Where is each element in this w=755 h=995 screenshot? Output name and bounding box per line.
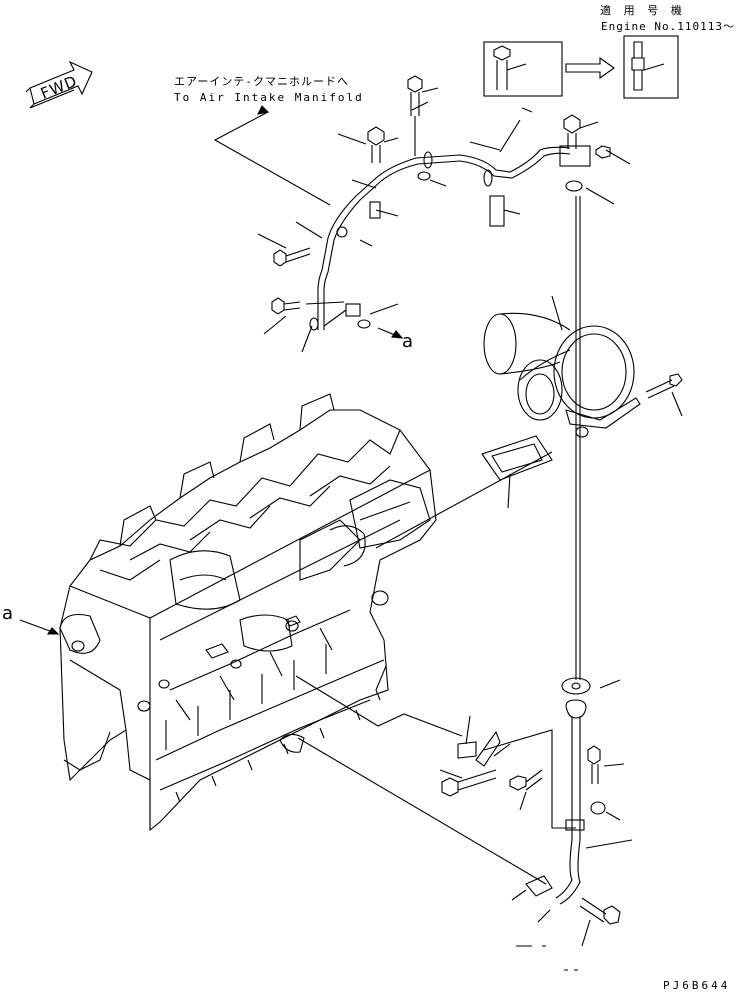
oil-return-tube [537, 196, 633, 947]
part-box-new [623, 35, 679, 99]
bolt-top-2 [407, 75, 423, 156]
bolt-left-2 [271, 297, 301, 315]
turbocharger [483, 295, 683, 438]
bolt-top-3 [563, 114, 581, 149]
leader-lines [257, 87, 631, 353]
engine-block [59, 393, 437, 832]
replacement-arrow-icon [565, 56, 615, 80]
gasket-to-manifold-line [375, 451, 553, 549]
manifold-leader-line [213, 111, 331, 206]
upper-oil-tube [317, 146, 571, 330]
flange-to-gasket-line [297, 737, 547, 885]
drawing-id: PJ6B644 [663, 979, 731, 992]
reference-a-top: a [402, 331, 414, 352]
manifold-note-jp: エアーインテ-クマニホルードへ [174, 75, 349, 88]
engine-number: Engine No.110113～ [601, 20, 735, 33]
manifold-note-en: To Air Intake Manifold [174, 91, 364, 104]
lower-parts [439, 715, 576, 901]
applicable-engine-label: 適 用 号 機 [600, 4, 685, 17]
reference-a-left: a [2, 603, 14, 624]
turbo-gasket [481, 435, 553, 509]
part-box-old [483, 41, 563, 97]
block-to-bracket-line [295, 675, 463, 737]
small-parts-top [309, 145, 611, 331]
forward-arrow-icon [25, 60, 93, 109]
bolt-top-1 [367, 126, 385, 163]
bottom-marks [516, 945, 578, 971]
bolt-left-1 [273, 247, 311, 267]
